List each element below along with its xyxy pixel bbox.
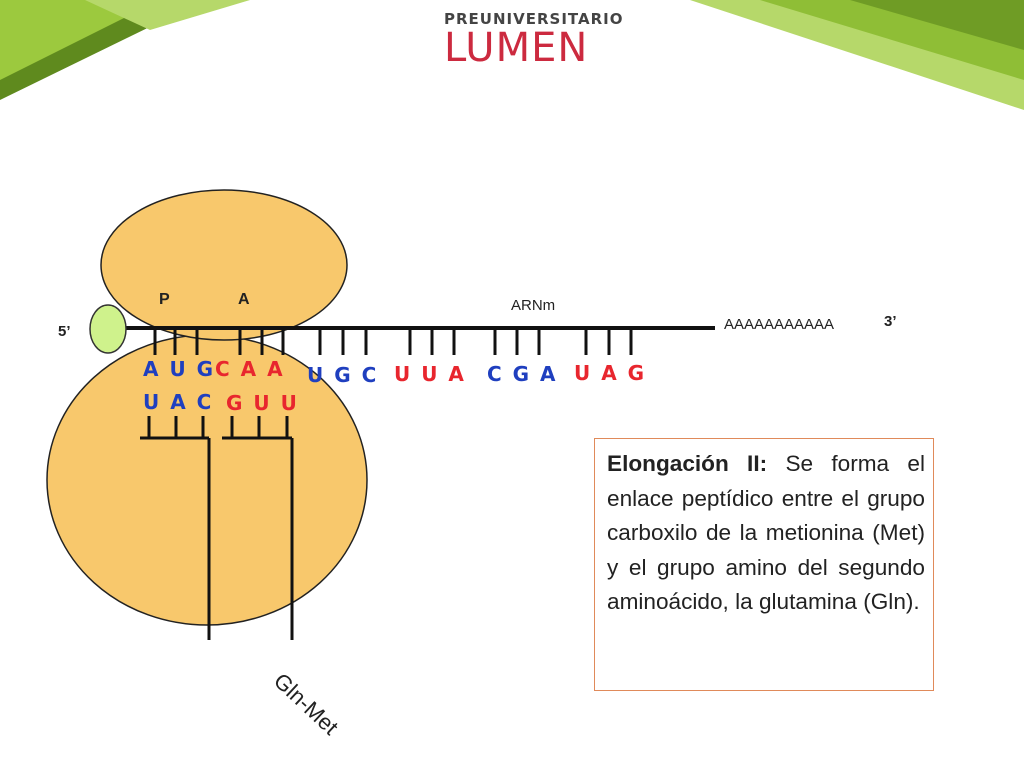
textbox-title: Elongación II:: [607, 451, 768, 476]
mrna-codon-2: C A A: [215, 357, 285, 381]
logo-top-text: PREUNIVERSITARIO: [444, 10, 624, 28]
site-p-label: P: [159, 291, 170, 308]
mrna-codon-6: U A G: [574, 361, 647, 385]
cap-5-prime: [89, 304, 127, 354]
corner-decoration-right: [690, 0, 1024, 110]
codon-ticks: [153, 328, 633, 355]
ribosome-small-subunit: [100, 189, 348, 341]
trna-anticodon-2: G U U: [226, 391, 299, 415]
explanation-textbox: Elongación II: Se forma el enlace peptíd…: [594, 438, 934, 691]
three-prime-label: 3’: [884, 313, 897, 330]
mrna-codon-5: C G A: [487, 362, 558, 386]
trna-2: [222, 416, 294, 640]
five-prime-label: 5’: [58, 323, 71, 340]
corner-decoration-left: [0, 0, 250, 100]
textbox-body: Se forma el enlace peptídico entre el gr…: [607, 451, 925, 614]
mrna-label: ARNm: [511, 297, 556, 314]
trna-1: [140, 416, 211, 640]
trna-anticodon-1: U A C: [143, 390, 214, 414]
mrna-codon-1: A U G: [143, 357, 216, 381]
site-a-label: A: [238, 291, 250, 308]
poly-a-tail: AAAAAAAAAAA: [724, 316, 835, 333]
mrna-codon-3: U G C: [307, 363, 379, 387]
mrna-codon-4: U U A: [394, 362, 466, 386]
logo-brand-name: LUMEN: [444, 25, 589, 71]
